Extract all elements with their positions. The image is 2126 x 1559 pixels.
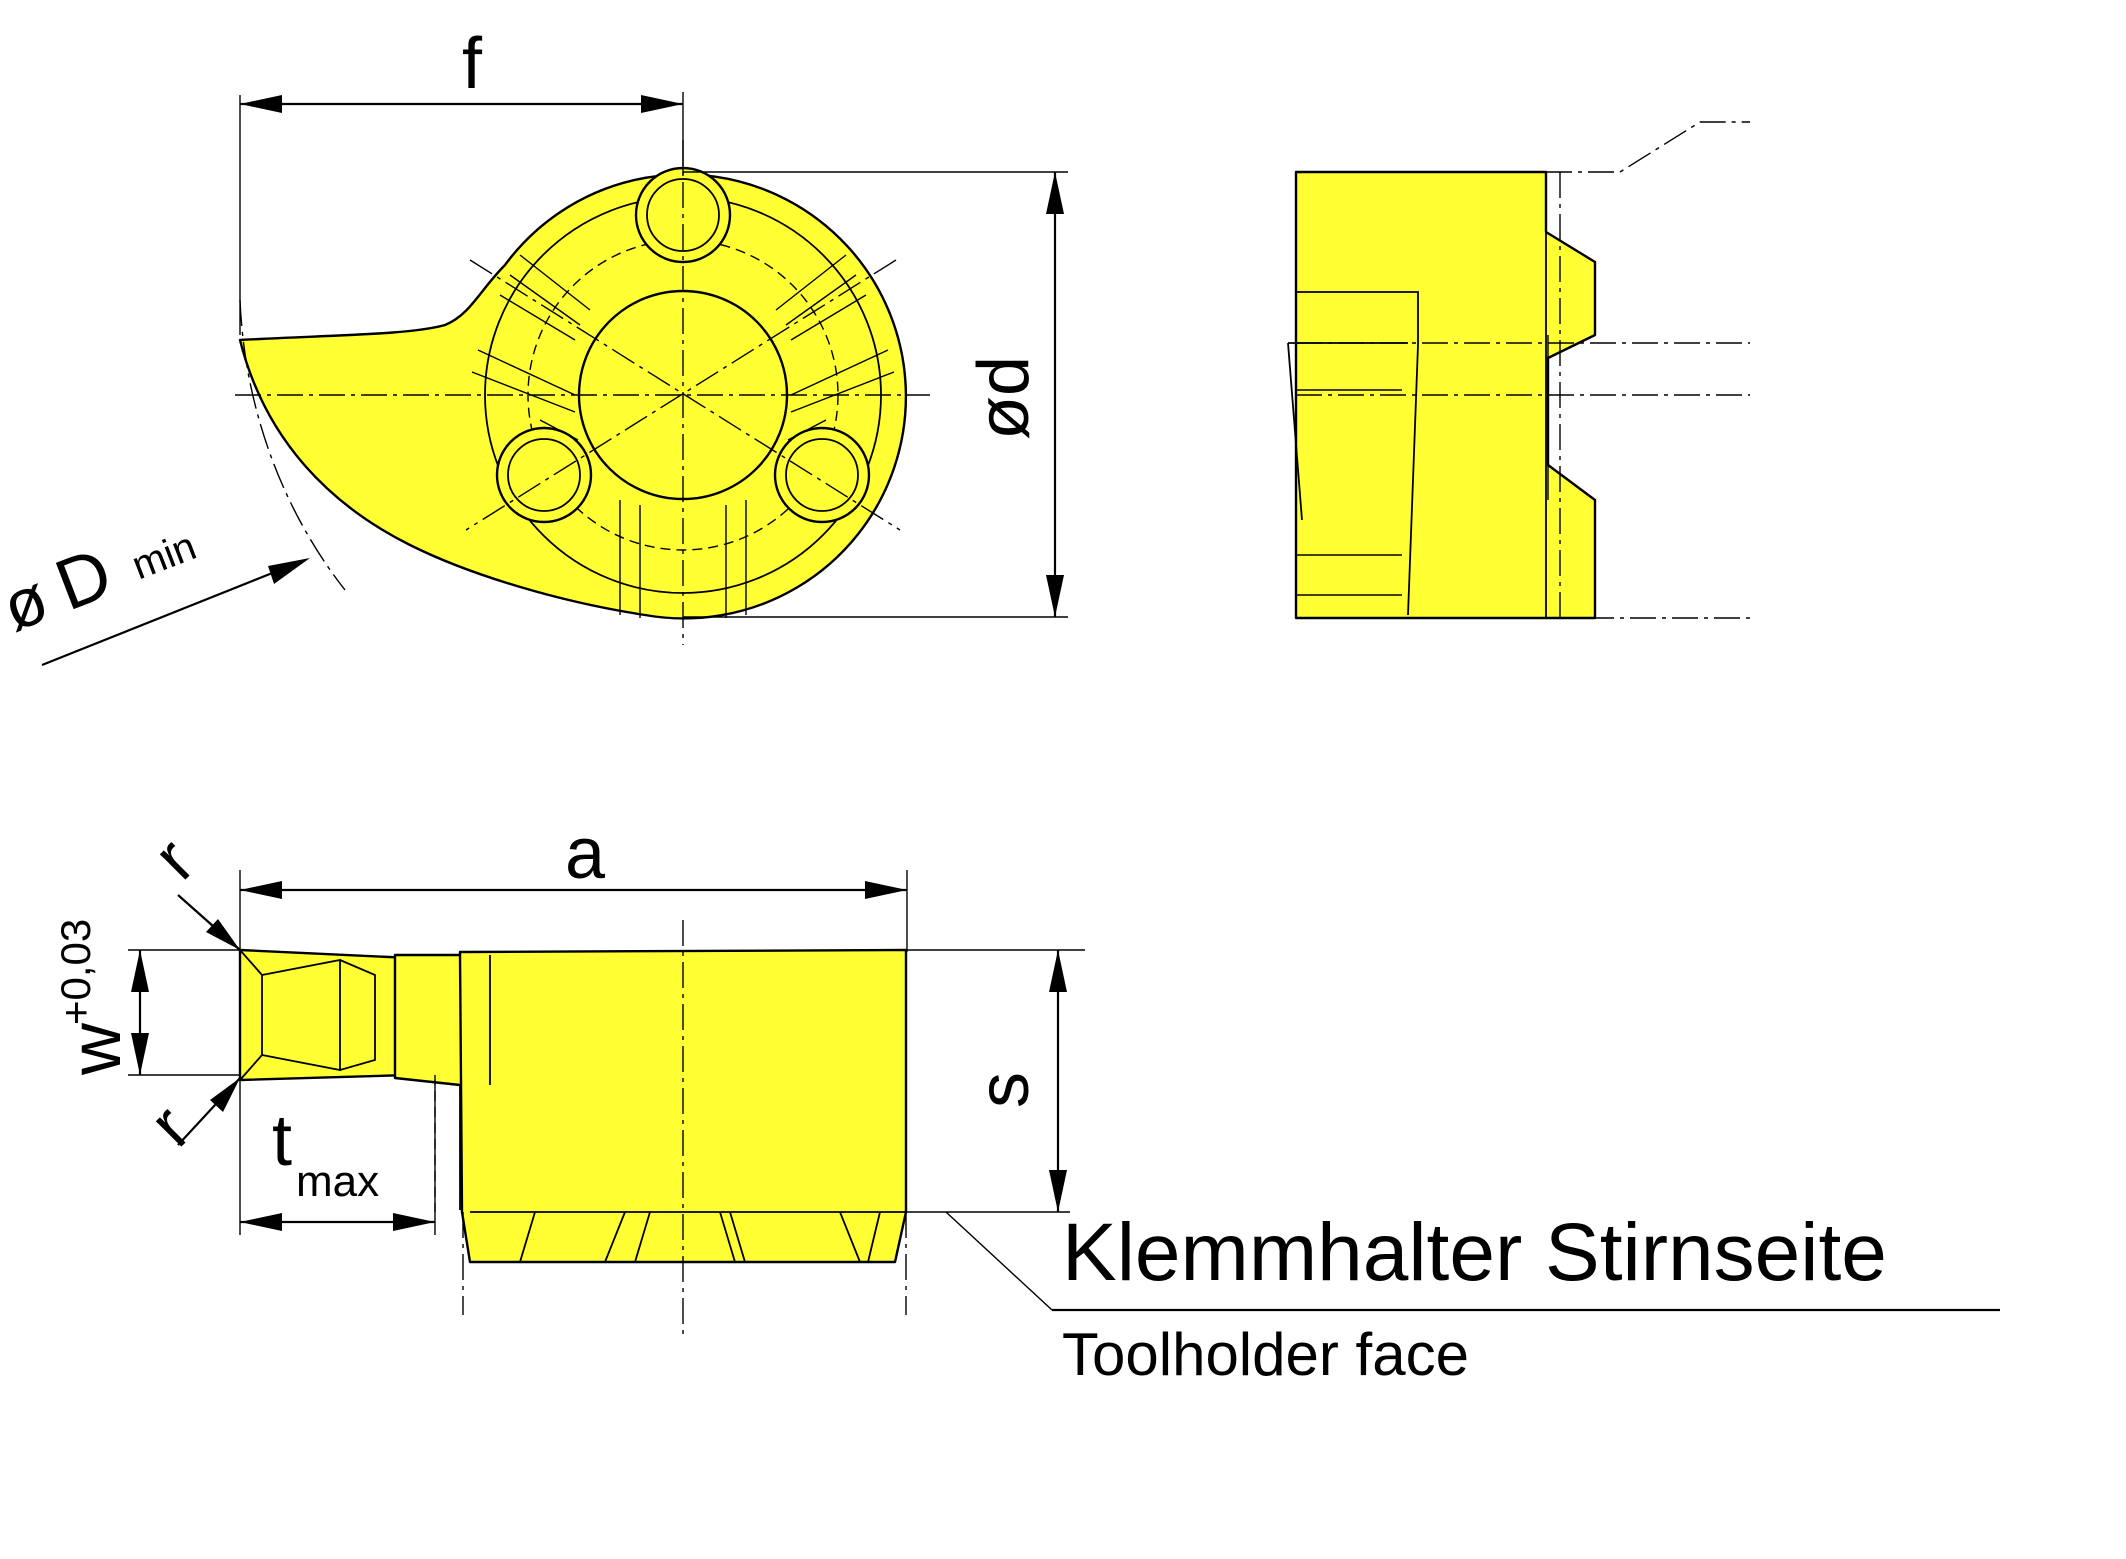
front-view-outline — [238, 173, 908, 620]
label-toolholder-face: Toolholder face — [1062, 1321, 1469, 1388]
label-t: t — [272, 1101, 292, 1181]
dimension-s: s — [906, 949, 1085, 1213]
cutting-head — [238, 948, 412, 1082]
dimension-dmin: ø D min — [0, 524, 310, 667]
dimension-r: r r — [135, 824, 241, 1161]
label-w-tolerance: +0,03 — [52, 919, 99, 1025]
radial-ribs — [471, 254, 895, 618]
label-s: s — [964, 1072, 1044, 1108]
label-t-sub: max — [296, 1157, 379, 1206]
label-r-top: r — [139, 824, 209, 894]
label-dmin-sub: min — [126, 524, 202, 588]
label-klemmhalter-stirnseite: Klemmhalter Stirnseite — [1062, 1207, 1887, 1298]
label-dmin-letter: D — [45, 533, 122, 626]
dimension-tmax: t max — [239, 1080, 436, 1235]
dimension-w: w +0,03 — [52, 919, 240, 1076]
label-dmin-symbol: ø — [0, 560, 58, 646]
label-f: f — [462, 24, 483, 104]
toolholder-face-callout: Klemmhalter Stirnseite Toolholder face — [945, 1207, 2000, 1388]
dimension-a: a — [239, 814, 908, 952]
serrations — [470, 1211, 906, 1263]
screw-holes — [495, 166, 871, 524]
label-od: ød — [964, 356, 1044, 440]
label-r-bottom: r — [135, 1091, 205, 1161]
label-a: a — [565, 814, 606, 894]
dimension-f: f — [239, 24, 684, 335]
front-view — [235, 140, 930, 645]
dmin-arc — [239, 299, 346, 591]
bottom-view — [238, 920, 908, 1335]
dimension-od: ød — [683, 171, 1068, 618]
side-view — [1287, 121, 1750, 620]
label-w: w — [56, 1022, 136, 1076]
